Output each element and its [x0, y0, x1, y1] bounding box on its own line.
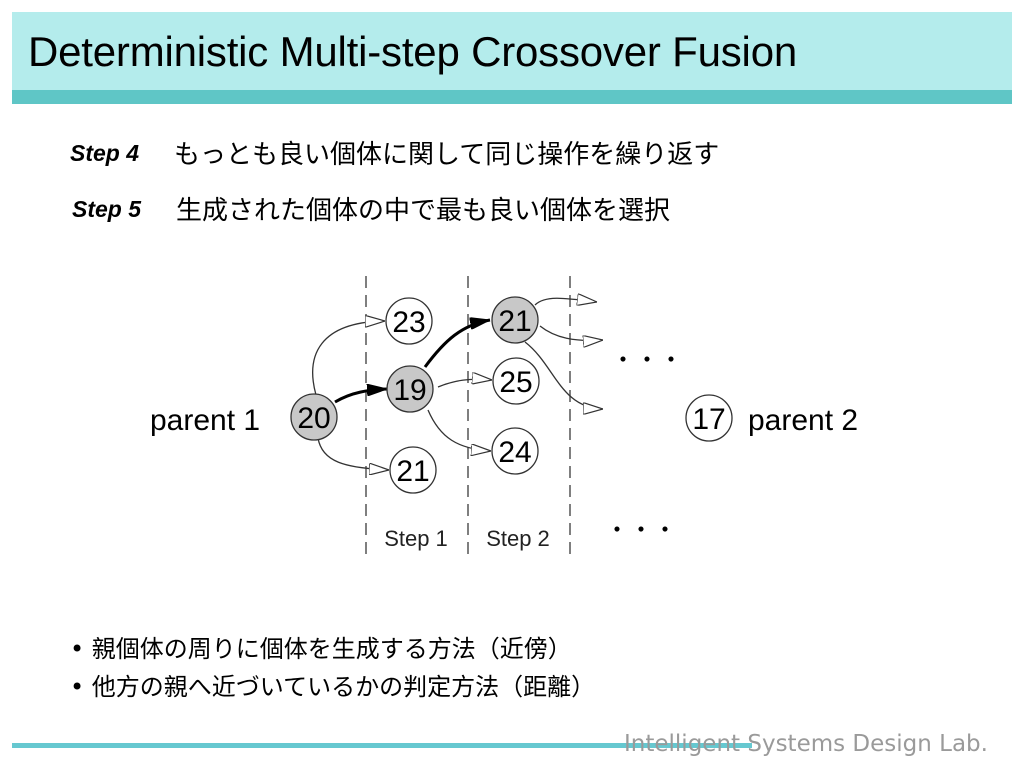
node-step2-bot-value: 24 — [498, 436, 531, 469]
footer-rule — [12, 743, 752, 748]
edge-21-out-mid — [539, 325, 603, 340]
edge-19-to-21 — [423, 320, 490, 368]
node-step1-top: 23 — [385, 297, 433, 345]
edge-20-to-19 — [334, 389, 387, 404]
node-step1-bot: 21 — [389, 446, 437, 494]
node-step1-mid-value: 19 — [393, 374, 426, 407]
node-step2-mid: 25 — [492, 357, 540, 405]
ellipsis-upper: ・・・ — [611, 346, 683, 374]
node-step2-top-value: 21 — [498, 305, 531, 338]
ellipsis-lower: ・・・ — [605, 516, 677, 544]
node-parent2-value: 17 — [692, 403, 725, 436]
step-5-text: 生成された個体の中で最も良い個体を選択 — [176, 196, 671, 226]
node-step1-top-value: 23 — [392, 306, 425, 339]
edge-19-to-25 — [437, 379, 492, 388]
node-step1-bot-value: 21 — [396, 455, 429, 488]
bullet-item: 親個体の周りに個体を生成する方法（近傍） — [70, 630, 595, 668]
parent1-label: parent 1 — [150, 404, 260, 437]
step-1-label: Step 1 — [384, 526, 448, 551]
node-parent1: 20 — [290, 393, 338, 441]
step-2-label: Step 2 — [486, 526, 550, 551]
footer-lab-name: Intelligent Systems Design Lab. — [624, 731, 988, 757]
bullet-list: 親個体の周りに個体を生成する方法（近傍） 他方の親へ近づいているかの判定方法（距… — [70, 630, 595, 706]
node-step2-bot: 24 — [491, 427, 539, 475]
title-underline — [12, 90, 1012, 104]
edge-20-to-21 — [317, 437, 389, 470]
parent2-label: parent 2 — [748, 404, 858, 437]
node-step1-mid: 19 — [386, 365, 434, 413]
edge-19-to-24 — [427, 409, 491, 451]
step-4-text: もっとも良い個体に関して同じ操作を繰り返す — [174, 140, 720, 170]
slide-title: Deterministic Multi-step Crossover Fusio… — [28, 28, 798, 75]
node-parent2: 17 — [685, 394, 733, 442]
edge-21-out-top — [534, 298, 597, 305]
title-bar — [12, 12, 1012, 90]
edge-21-out-bot — [524, 341, 603, 409]
step-5-label: Step 5 — [72, 196, 142, 222]
edge-20-to-23 — [312, 321, 385, 396]
node-parent1-value: 20 — [297, 402, 330, 435]
step-4-label: Step 4 — [70, 140, 140, 166]
bullet-item: 他方の親へ近づいているかの判定方法（距離） — [70, 668, 595, 706]
node-step2-mid-value: 25 — [499, 366, 532, 399]
node-step2-top: 21 — [491, 296, 539, 344]
